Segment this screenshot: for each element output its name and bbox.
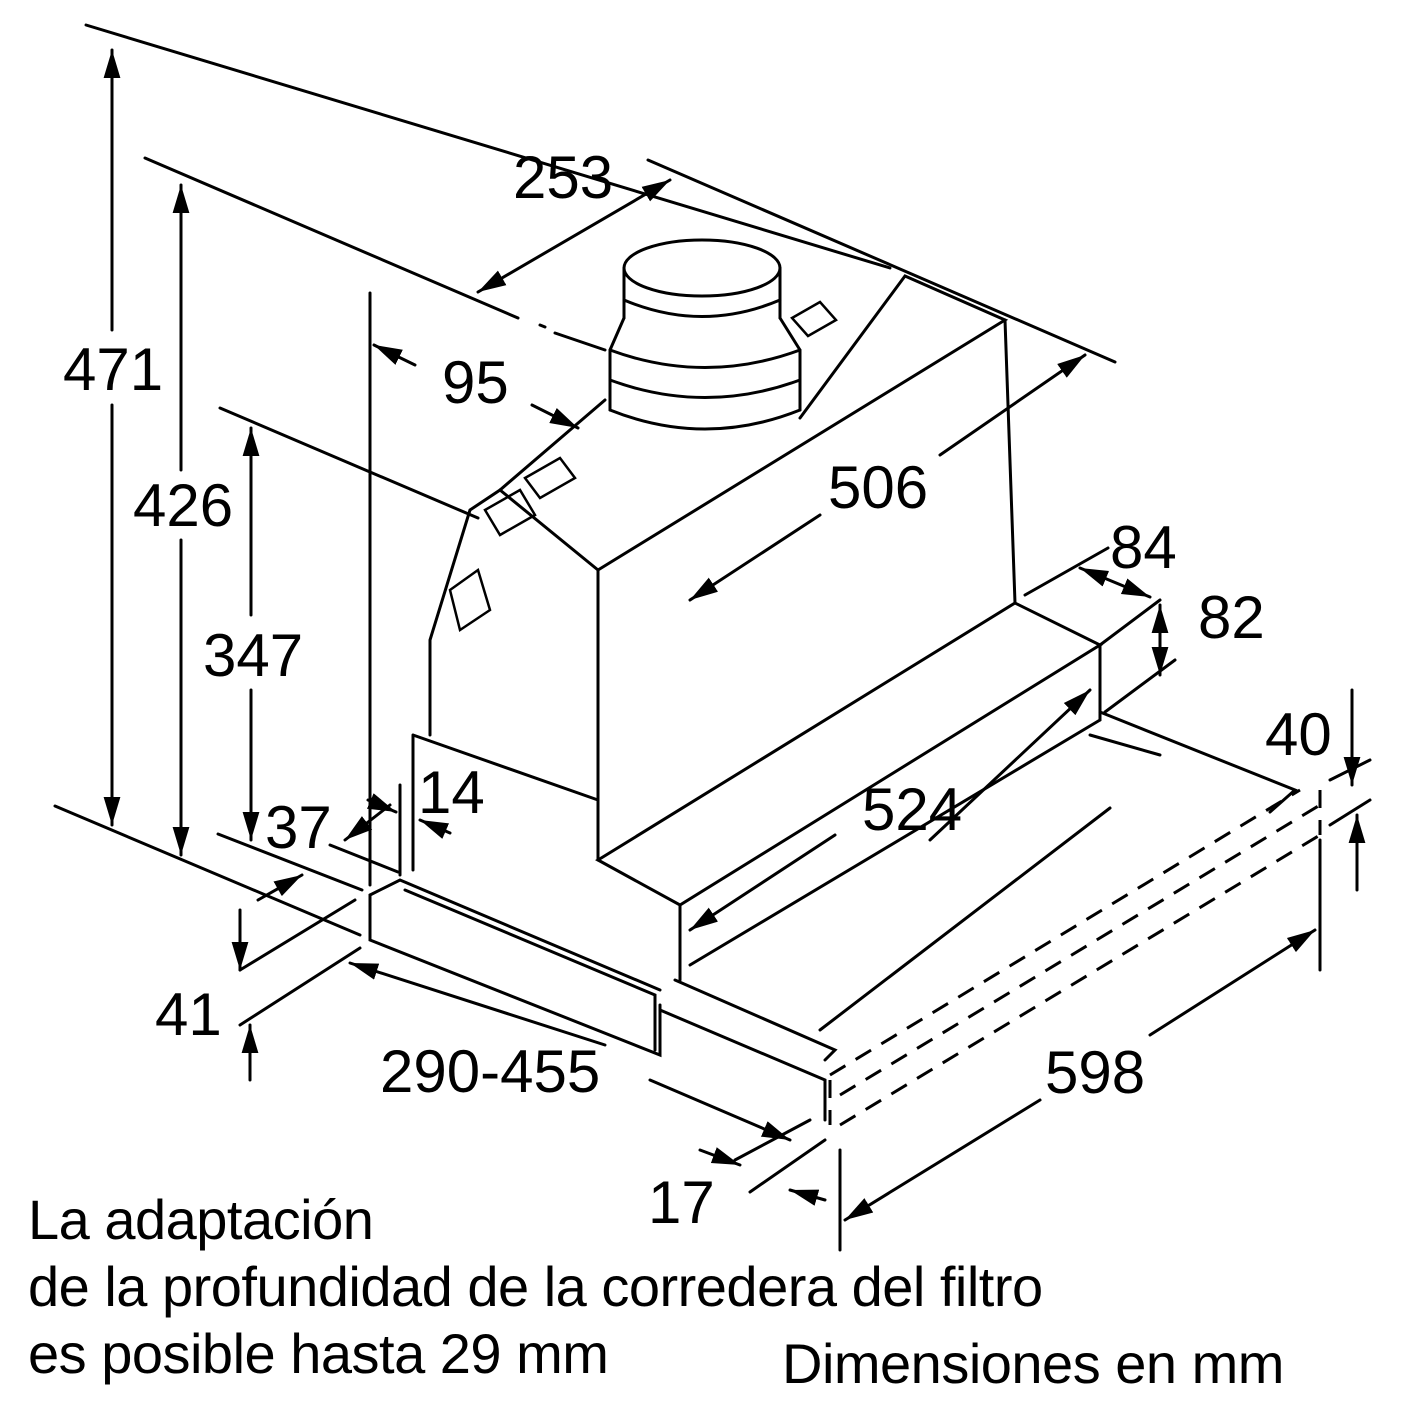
dim-471: 471 — [63, 336, 163, 403]
dim-82: 82 — [1198, 584, 1265, 651]
dim-598: 598 — [1045, 1039, 1145, 1106]
diagonal-dimension-arrows — [231, 178, 1372, 1252]
adaptation-note-line-3: es posible hasta 29 mm — [28, 1322, 609, 1385]
adaptation-note-line-1: La adaptación — [28, 1188, 374, 1251]
height-dimension-arrows — [103, 48, 260, 857]
extended-slider-outline — [828, 788, 1322, 1127]
dim-41: 41 — [155, 981, 222, 1048]
dim-17: 17 — [648, 1169, 715, 1236]
dim-426: 426 — [133, 472, 233, 539]
adaptation-note-line-2: de la profundidad de la corredera del fi… — [28, 1255, 1043, 1318]
dimension-labels: 471 426 347 253 95 506 84 82 40 524 37 1… — [63, 144, 1332, 1236]
dim-524: 524 — [862, 776, 962, 843]
dim-37: 37 — [265, 794, 332, 861]
units-note: Dimensiones en mm — [782, 1332, 1284, 1395]
dim-290-455: 290-455 — [380, 1038, 600, 1105]
exhaust-duct — [608, 238, 802, 431]
dim-95: 95 — [442, 349, 509, 416]
extension-lines — [53, 23, 1117, 937]
dim-347: 347 — [203, 622, 303, 689]
dim-253: 253 — [513, 144, 613, 211]
dim-40: 40 — [1265, 701, 1332, 768]
dim-84: 84 — [1110, 514, 1177, 581]
dim-506: 506 — [828, 454, 928, 521]
dim-14: 14 — [418, 759, 485, 826]
hood-body — [428, 274, 1017, 862]
